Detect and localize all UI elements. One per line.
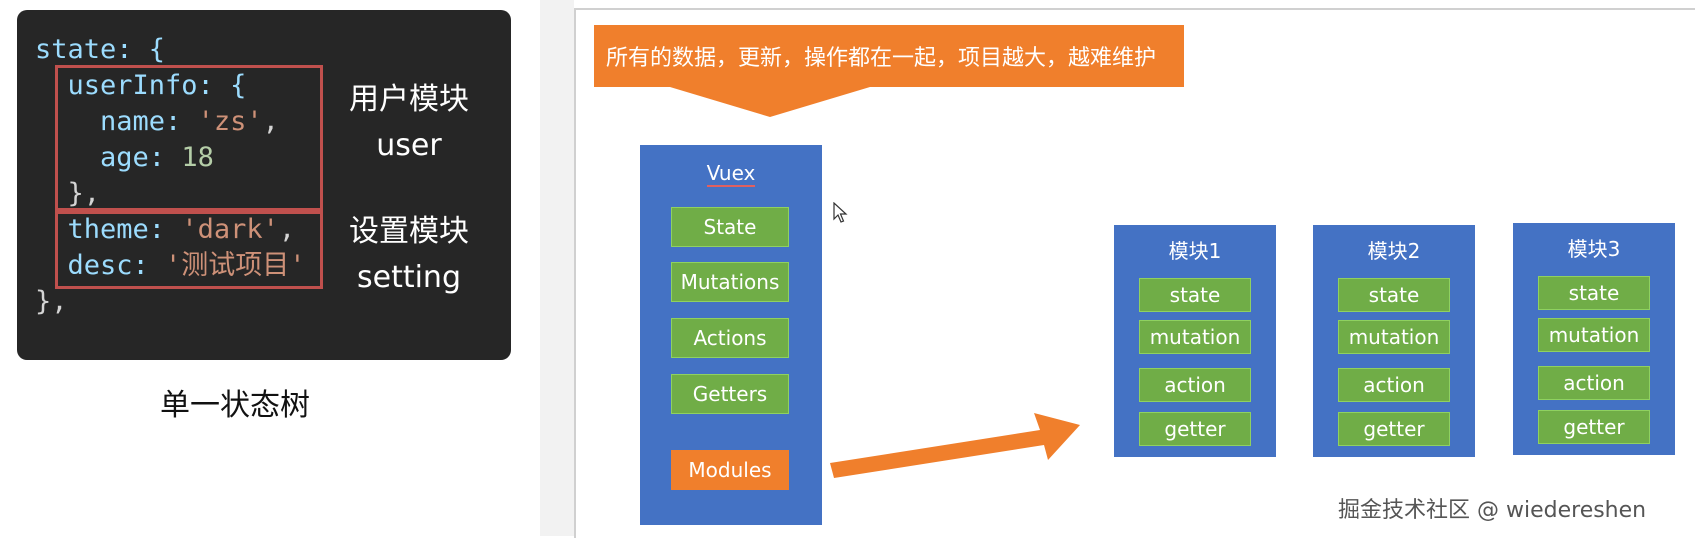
user-module-highlight	[55, 65, 323, 211]
vuex-title: Vuex	[640, 161, 822, 187]
modules-arrow	[830, 413, 1080, 478]
user-module-name: user	[376, 128, 442, 163]
watermark: 掘金技术社区 @ wiedereshen	[1338, 498, 1647, 523]
vuex-item-getters: Getters	[671, 374, 789, 414]
module-item-getter: getter	[1538, 410, 1650, 444]
code-line: state: {	[35, 32, 165, 68]
module-item-mutation: mutation	[1538, 318, 1650, 352]
code-token: 'dark'	[181, 214, 279, 245]
setting-module-highlight	[55, 211, 323, 289]
vuex-title-text: Vuex	[706, 161, 756, 187]
module-box-3: 模块3 state mutation action getter	[1513, 223, 1675, 455]
code-token: },	[35, 178, 101, 209]
setting-module-label: 设置模块	[349, 214, 469, 249]
module-item-action: action	[1139, 368, 1251, 402]
module-item-state: state	[1538, 276, 1650, 310]
vuex-item-mutations: Mutations	[671, 262, 789, 302]
callout-pointer	[670, 87, 870, 117]
single-state-tree-caption: 单一状态树	[160, 388, 310, 423]
code-token: 'zs'	[197, 106, 263, 137]
module-item-mutation: mutation	[1139, 320, 1251, 354]
module-box-2: 模块2 state mutation action getter	[1313, 225, 1475, 457]
code-token: userInfo: {	[35, 70, 247, 101]
code-token: age:	[35, 142, 182, 173]
code-token: ,	[262, 106, 279, 137]
code-token: theme:	[35, 214, 182, 245]
module-item-getter: getter	[1139, 412, 1251, 446]
code-token: name:	[35, 106, 198, 137]
code-panel: state: { userInfo: { name: 'zs', age: 18…	[17, 10, 511, 360]
module-item-state: state	[1338, 278, 1450, 312]
module-item-state: state	[1139, 278, 1251, 312]
user-module-label: 用户模块	[349, 82, 469, 117]
code-line: name: 'zs',	[35, 104, 279, 140]
module-title: 模块3	[1567, 237, 1621, 261]
code-token: },	[35, 286, 68, 317]
code-line: },	[35, 176, 101, 212]
mouse-cursor-icon	[833, 202, 848, 223]
vuex-box: Vuex State Mutations Actions Getters Mod…	[640, 145, 822, 525]
module-item-action: action	[1338, 368, 1450, 402]
module-item-mutation: mutation	[1338, 320, 1450, 354]
vuex-item-state: State	[671, 207, 789, 247]
module-box-1: 模块1 state mutation action getter	[1114, 225, 1276, 457]
callout-banner: 所有的数据，更新，操作都在一起，项目越大，越难维护	[594, 25, 1184, 87]
vuex-item-actions: Actions	[671, 318, 789, 358]
code-token: ,	[278, 214, 296, 245]
module-item-action: action	[1538, 366, 1650, 400]
code-token: state: {	[35, 34, 166, 65]
vuex-item-modules: Modules	[671, 450, 789, 490]
code-line: theme: 'dark',	[35, 212, 296, 248]
code-line: },	[35, 284, 68, 320]
code-line: userInfo: {	[35, 68, 247, 104]
code-line: desc: '测试项目'	[35, 248, 306, 284]
code-token: desc:	[35, 250, 166, 281]
code-token: '测试项目'	[165, 250, 306, 281]
divider	[540, 0, 574, 536]
module-title: 模块2	[1367, 239, 1421, 263]
arrow-shape	[830, 413, 1080, 478]
code-line: age: 18	[35, 140, 214, 176]
setting-module-name: setting	[356, 260, 461, 295]
module-title: 模块1	[1168, 239, 1222, 263]
code-token: 18	[181, 142, 214, 173]
module-item-getter: getter	[1338, 412, 1450, 446]
